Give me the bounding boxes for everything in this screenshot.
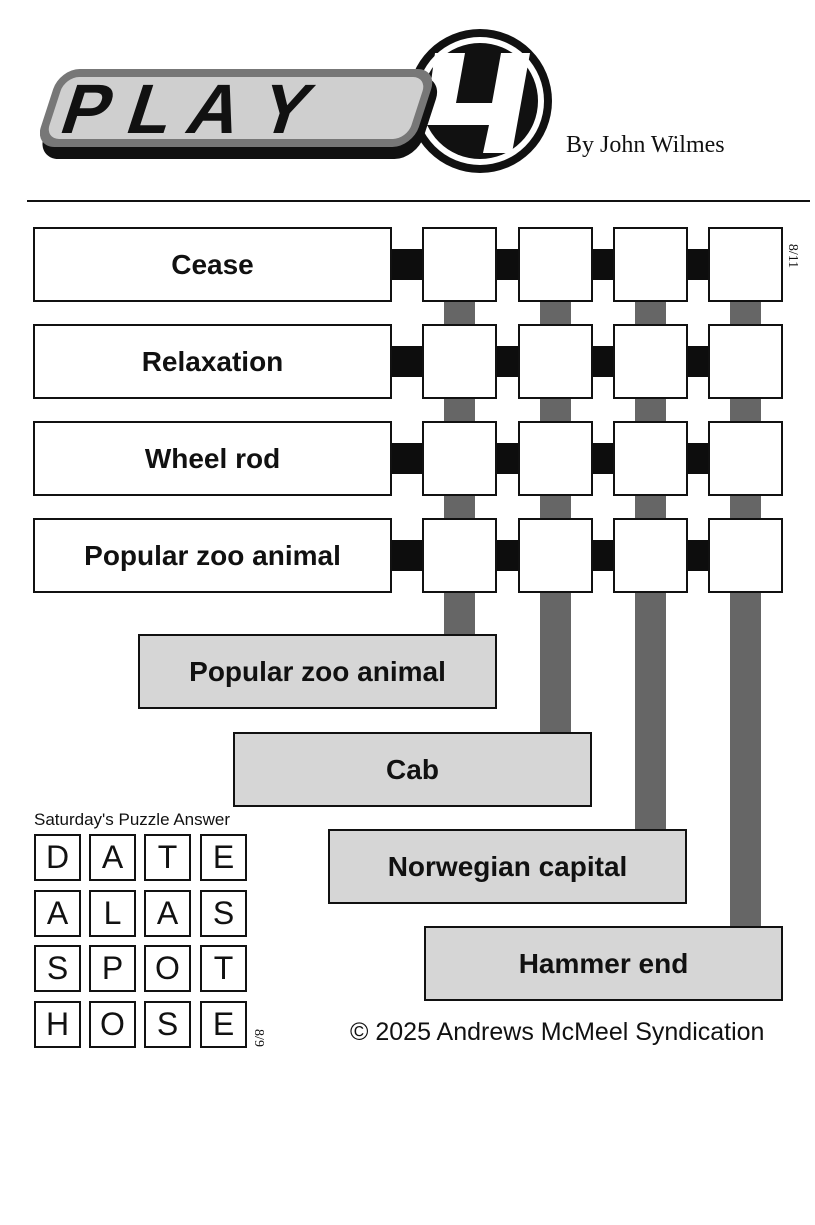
grid-cell[interactable] [613, 421, 688, 496]
grid-cell[interactable] [613, 518, 688, 593]
across-clue: Wheel rod [33, 421, 392, 496]
header-divider [27, 200, 810, 202]
across-clue: Popular zoo animal [33, 518, 392, 593]
row-connector [495, 540, 520, 571]
grid-cell[interactable] [518, 227, 593, 302]
previous-answer-cell: H [34, 1001, 81, 1048]
previous-answer-cell: T [200, 945, 247, 992]
grid-cell[interactable] [708, 421, 783, 496]
grid-cell[interactable] [708, 518, 783, 593]
row-connector [390, 249, 424, 280]
grid-cell[interactable] [708, 227, 783, 302]
down-clue: Norwegian capital [328, 829, 687, 904]
across-clue: Cease [33, 227, 392, 302]
previous-answer-cell: E [200, 834, 247, 881]
down-clue: Hammer end [424, 926, 783, 1001]
row-connector [495, 249, 520, 280]
byline: By John Wilmes [566, 132, 725, 158]
grid-cell[interactable] [422, 227, 497, 302]
puzzle-date-code: 8/11 [785, 243, 801, 269]
previous-answer-cell: D [34, 834, 81, 881]
grid-cell[interactable] [422, 324, 497, 399]
copyright: © 2025 Andrews McMeel Syndication [350, 1018, 765, 1046]
row-connector [495, 346, 520, 377]
row-connector [495, 443, 520, 474]
row-connector [686, 540, 710, 571]
row-connector [390, 540, 424, 571]
across-clue: Relaxation [33, 324, 392, 399]
play4-logo: P L A Y [40, 29, 552, 173]
previous-answer-cell: T [144, 834, 191, 881]
row-connector [390, 346, 424, 377]
grid-cell[interactable] [518, 421, 593, 496]
previous-answer-cell: L [89, 890, 136, 937]
row-connector [591, 346, 615, 377]
previous-answer-cell: S [200, 890, 247, 937]
row-connector [390, 443, 424, 474]
row-connector [591, 540, 615, 571]
previous-answer-cell: A [144, 890, 191, 937]
previous-date-code: 8/9 [250, 1029, 266, 1047]
down-clue: Popular zoo animal [138, 634, 497, 709]
previous-answer-title: Saturday's Puzzle Answer [34, 810, 231, 829]
grid-cell[interactable] [708, 324, 783, 399]
row-connector [591, 443, 615, 474]
row-connector [686, 443, 710, 474]
previous-answer-cell: E [200, 1001, 247, 1048]
grid-cell[interactable] [518, 324, 593, 399]
row-connector [591, 249, 615, 280]
previous-answer-cell: O [89, 1001, 136, 1048]
grid-cell[interactable] [422, 518, 497, 593]
grid-cell[interactable] [422, 421, 497, 496]
grid-cell[interactable] [613, 324, 688, 399]
grid-cell[interactable] [518, 518, 593, 593]
previous-answer-cell: S [34, 945, 81, 992]
previous-answer-cell: S [144, 1001, 191, 1048]
grid-cell[interactable] [613, 227, 688, 302]
previous-answer-cell: A [89, 834, 136, 881]
row-connector [686, 346, 710, 377]
row-connector [686, 249, 710, 280]
previous-answer-cell: A [34, 890, 81, 937]
down-clue: Cab [233, 732, 592, 807]
previous-answer-cell: O [144, 945, 191, 992]
previous-answer-cell: P [89, 945, 136, 992]
